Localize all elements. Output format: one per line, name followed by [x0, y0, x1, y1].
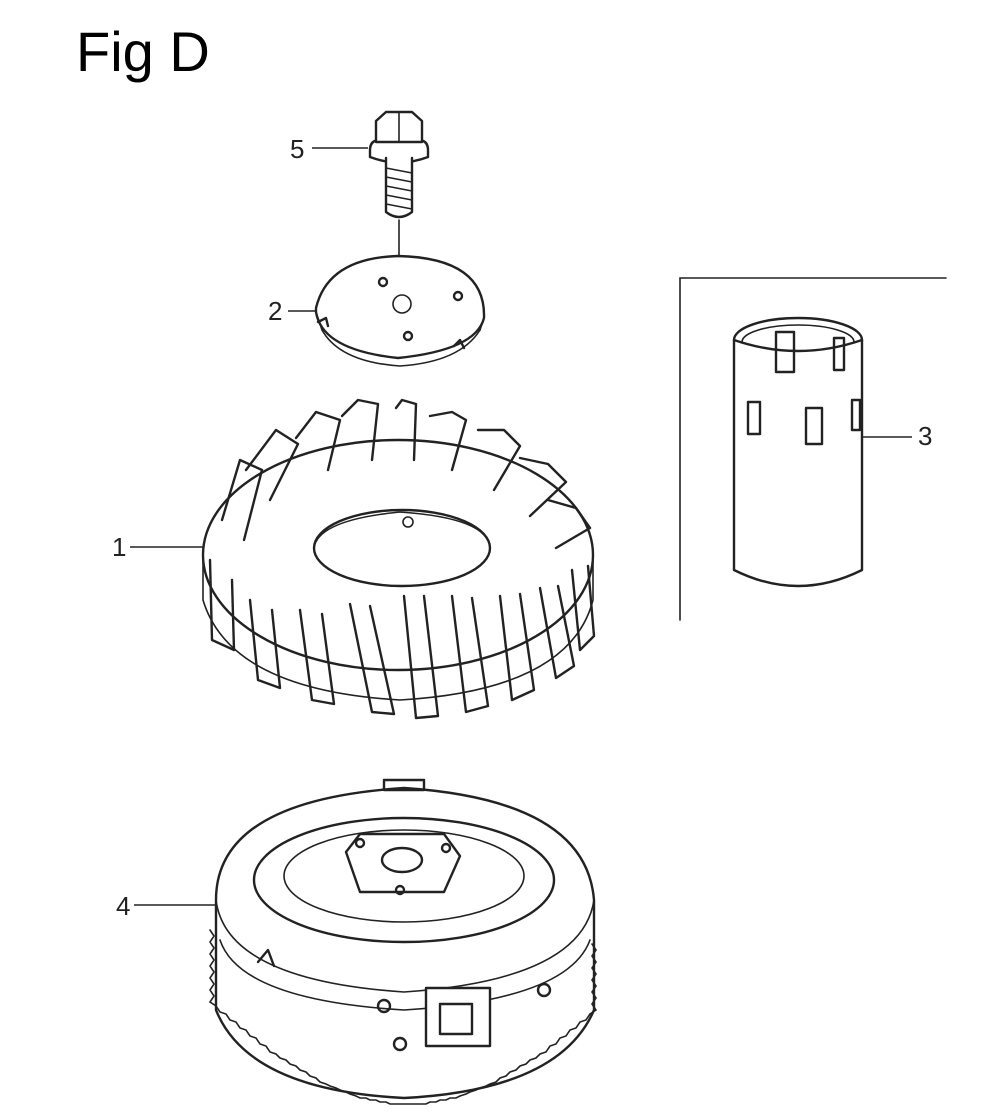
separate-part-bracket [679, 277, 947, 621]
flange-bolt [368, 110, 430, 301]
callout-5-label: 5 [290, 134, 304, 164]
callout-4-label: 4 [116, 891, 130, 921]
callout-3-label: 3 [918, 421, 932, 451]
starter-pulley-cup [732, 316, 864, 588]
figure-title: Fig D [76, 20, 210, 83]
flywheel-fan [201, 398, 596, 720]
fan-plate [314, 254, 486, 367]
callout-1-label: 1 [112, 532, 126, 562]
flywheel-ring-gear [208, 778, 598, 1105]
callout-2-label: 2 [268, 296, 282, 326]
